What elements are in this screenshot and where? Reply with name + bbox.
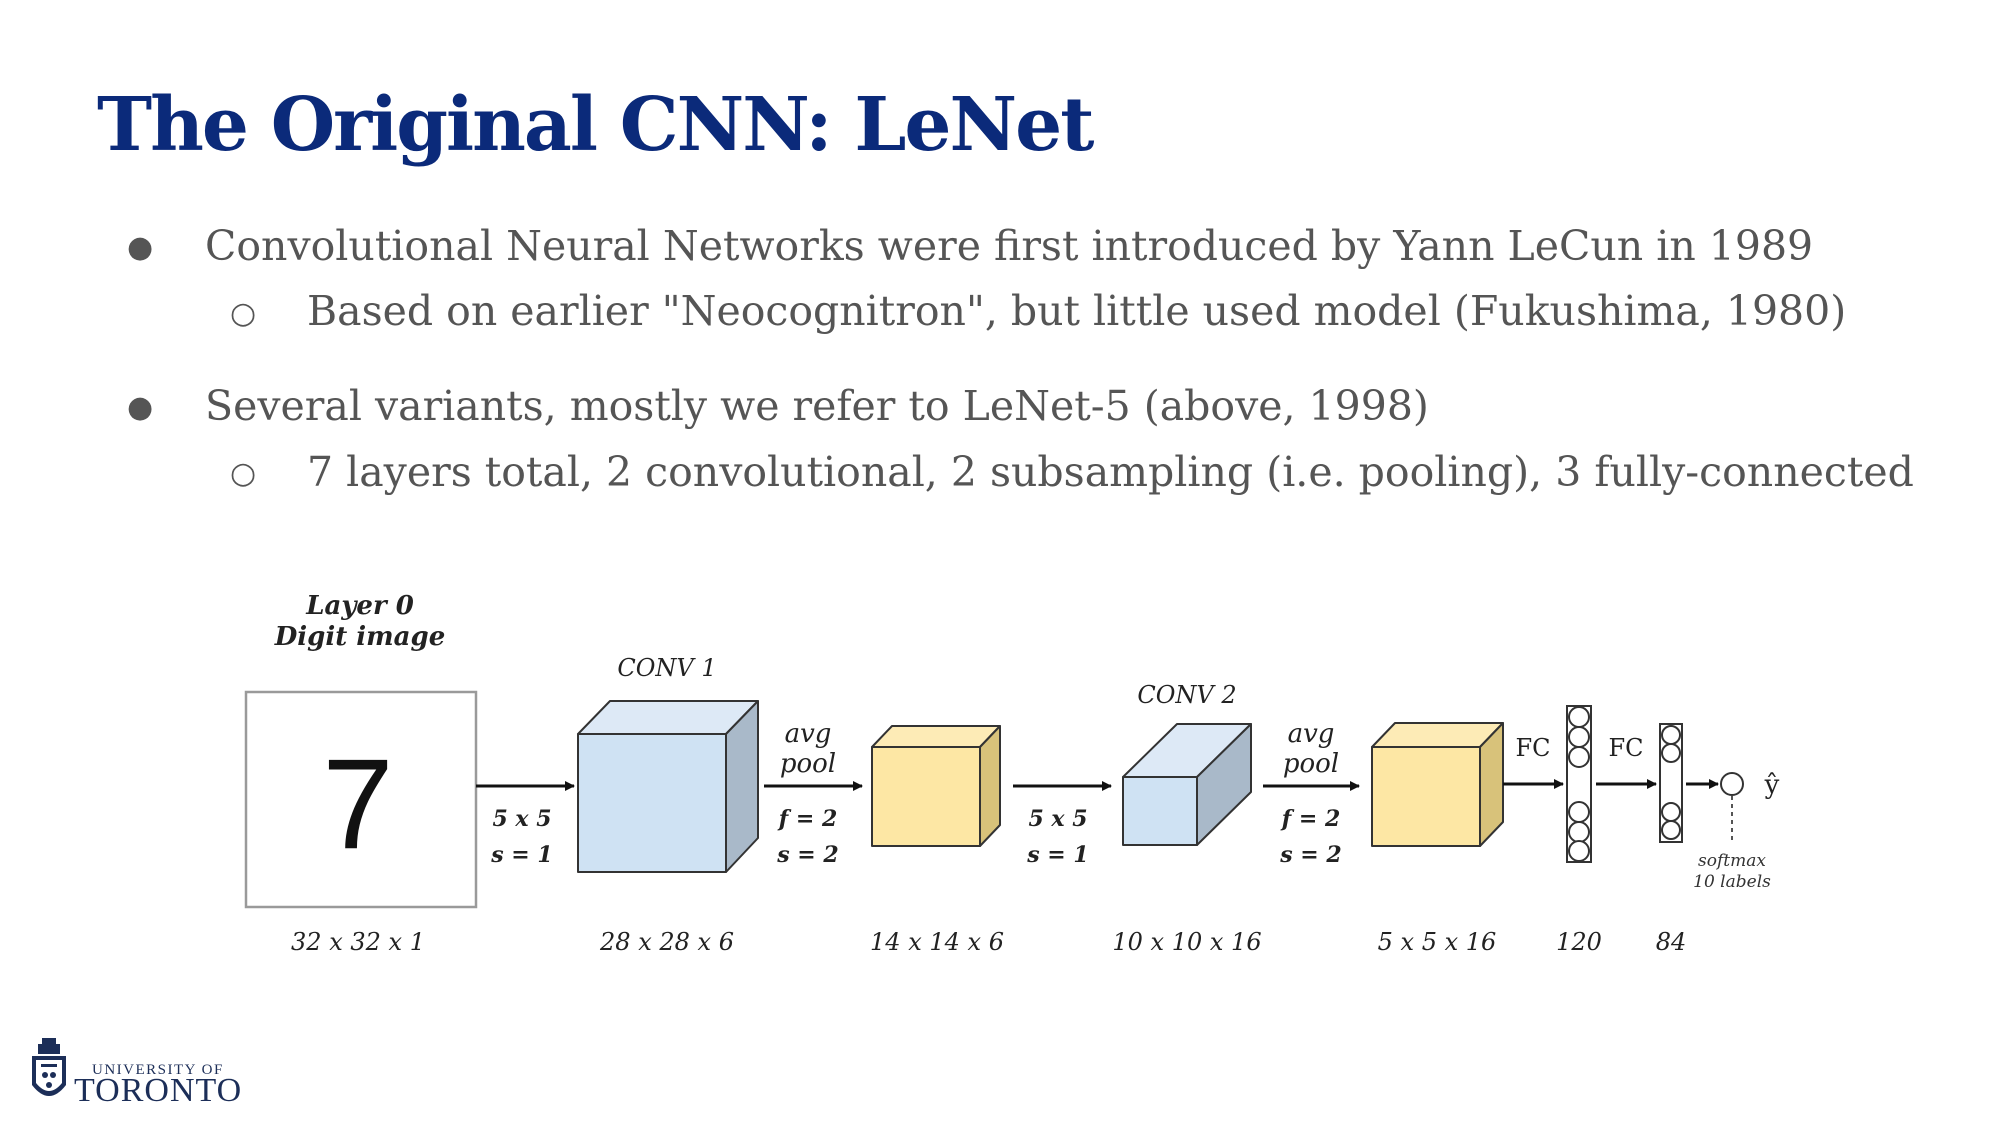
- bullet-2: Several variants, mostly we refer to LeN…: [205, 382, 1429, 430]
- bullet-marker: ●: [127, 230, 154, 265]
- slide-title: The Original CNN: LeNet: [97, 82, 1094, 168]
- bullet-1: Convolutional Neural Networks were first…: [205, 222, 1814, 270]
- pool1-label-line2: pool: [780, 749, 836, 779]
- pool1-stride: s = 2: [776, 842, 838, 868]
- pool2-stride: s = 2: [1279, 842, 1341, 868]
- fc1-label: FC: [1515, 734, 1550, 762]
- fc1-column: [1566, 705, 1592, 863]
- logo-toronto: TORONTO: [74, 1072, 243, 1109]
- pool1-dims: 14 x 14 x 6: [870, 928, 1004, 956]
- input-heading-line2: Digit image: [274, 622, 446, 652]
- fc1-dims: 120: [1556, 928, 1602, 956]
- output-symbol: ŷ: [1764, 770, 1780, 800]
- input-dims: 32 x 32 x 1: [291, 928, 425, 956]
- conv1-dims: 28 x 28 x 6: [599, 928, 734, 956]
- sub-bullet-1: Based on earlier "Neocognitron", but lit…: [307, 287, 1847, 335]
- university-crest-icon: [32, 1038, 66, 1096]
- pool2-label-line2: pool: [1283, 749, 1339, 779]
- conv2-cube: [1122, 723, 1252, 846]
- pool1-label-line1: avg: [785, 719, 832, 749]
- sub-bullet-2: 7 layers total, 2 convolutional, 2 subsa…: [307, 448, 1914, 496]
- conv2-dims: 10 x 10 x 16: [1112, 928, 1261, 956]
- bullet-marker: ●: [127, 390, 154, 425]
- input-digit: 7: [322, 733, 393, 876]
- conv1-label: CONV 1: [617, 654, 716, 682]
- output-note-line1: softmax: [1698, 851, 1766, 871]
- conv1-cube: [577, 700, 759, 873]
- input-image-box: [244, 690, 478, 909]
- output-note-line2: 10 labels: [1693, 872, 1771, 892]
- op1-stride: s = 1: [490, 842, 552, 868]
- pool2-cube: [1371, 722, 1504, 847]
- op2-kernel: 5 x 5: [1028, 806, 1087, 832]
- op2-stride: s = 1: [1026, 842, 1088, 868]
- input-heading-line1: Layer 0: [305, 591, 414, 621]
- fc2-label: FC: [1608, 734, 1643, 762]
- op1-kernel: 5 x 5: [492, 806, 551, 832]
- pool2-filter: f = 2: [1280, 806, 1341, 832]
- sub-bullet-marker: ○: [230, 296, 257, 331]
- pool2-dims: 5 x 5 x 16: [1378, 928, 1497, 956]
- sub-bullet-marker: ○: [230, 456, 257, 491]
- pool1-filter: f = 2: [777, 806, 838, 832]
- output-node: [1720, 772, 1744, 796]
- pool1-cube: [871, 725, 1001, 847]
- fc2-dims: 84: [1656, 928, 1687, 956]
- conv2-label: CONV 2: [1137, 681, 1236, 709]
- pool2-label-line1: avg: [1288, 719, 1335, 749]
- fc2-column: [1659, 723, 1683, 843]
- logo-university-of: UNIVERSITY OF: [92, 1062, 224, 1078]
